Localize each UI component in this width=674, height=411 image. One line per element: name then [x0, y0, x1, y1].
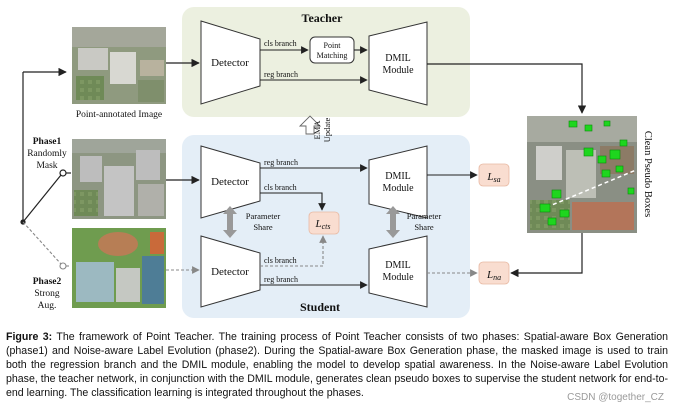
point-matching-label-1: Point — [324, 41, 342, 50]
param-share-left-2: Share — [253, 222, 273, 232]
phase2-dmil-block — [368, 235, 428, 308]
phase2-line1: Strong — [34, 289, 60, 299]
phase1-line1: Randomly — [27, 149, 67, 159]
param-share-right-1: Parameter — [407, 211, 442, 221]
ema-label-1: EMA — [312, 120, 322, 140]
teacher-detector-label: Detector — [211, 57, 249, 69]
masked-image — [72, 139, 166, 219]
loss-na-label: Lna — [486, 269, 501, 282]
teacher-cls-label: cls branch — [264, 39, 297, 48]
phase2-reg-label: reg branch — [264, 275, 298, 284]
phase2-detector-label: Detector — [211, 266, 249, 278]
loss-sa-box — [478, 163, 510, 187]
teacher-dmil-label-1: DMIL — [385, 53, 411, 64]
param-share-left-1: Parameter — [246, 211, 281, 221]
param-share-right-2: Share — [414, 222, 434, 232]
student-title: Student — [300, 300, 340, 314]
teacher-to-pseudo-boxes — [427, 63, 587, 114]
param-share-arrow-left — [223, 206, 237, 238]
pseudo-boxes-to-lna — [510, 233, 583, 278]
point-annotated-image — [72, 27, 166, 104]
phase2-cls-edge — [260, 235, 327, 267]
caption-text: The framework of Point Teacher. The trai… — [6, 331, 669, 399]
clean-pseudo-boxes-label: Clean Pseudo Boxes — [642, 131, 653, 217]
loss-cts-label: Lcts — [314, 218, 330, 231]
ema-update-arrow — [298, 115, 322, 135]
loss-sa-label: Lsa — [486, 171, 500, 184]
teacher-title: Teacher — [302, 11, 344, 25]
student-dmil-block — [368, 145, 428, 219]
phase1-line2: Mask — [36, 161, 57, 171]
loss-na-box — [478, 261, 510, 285]
framework-diagram: Teacher Student Point-annotated Image — [20, 7, 653, 318]
watermark: CSDN @together_CZ — [567, 392, 664, 403]
augmented-image — [72, 228, 166, 308]
ema-label-2: Update — [322, 118, 332, 143]
student-dmil-label-2: Module — [382, 183, 414, 194]
teacher-dmil-block — [368, 21, 428, 106]
student-reg-label: reg branch — [264, 158, 298, 167]
student-cls-edge — [260, 192, 326, 211]
student-dmil-label-1: DMIL — [385, 171, 411, 182]
student-detector-label: Detector — [211, 176, 249, 188]
figure-caption: Figure 3: The framework of Point Teacher… — [6, 330, 668, 400]
phase2-cls-label: cls branch — [264, 256, 297, 265]
phase2-title: Phase2 — [33, 277, 62, 287]
student-detector-block — [200, 145, 261, 219]
phase-switch — [20, 67, 71, 270]
phase2-dmil-label-2: Module — [382, 272, 414, 283]
loss-cts-box — [308, 211, 340, 235]
param-share-arrow-right — [386, 206, 400, 238]
phase1-title: Phase1 — [33, 137, 62, 147]
clean-pseudo-boxes-image — [527, 116, 637, 233]
caption-prefix: Figure 3: — [6, 331, 53, 343]
phase2-line2: Aug. — [38, 301, 57, 311]
student-cls-label: cls branch — [264, 183, 297, 192]
phase2-dmil-label-1: DMIL — [385, 260, 411, 271]
teacher-reg-label: reg branch — [264, 70, 298, 79]
teacher-detector-block — [200, 20, 261, 105]
point-matching-label-2: Matching — [317, 51, 348, 60]
teacher-dmil-label-2: Module — [382, 65, 414, 76]
point-annotated-image-label: Point-annotated Image — [76, 110, 162, 120]
phase2-detector-block — [200, 235, 261, 308]
